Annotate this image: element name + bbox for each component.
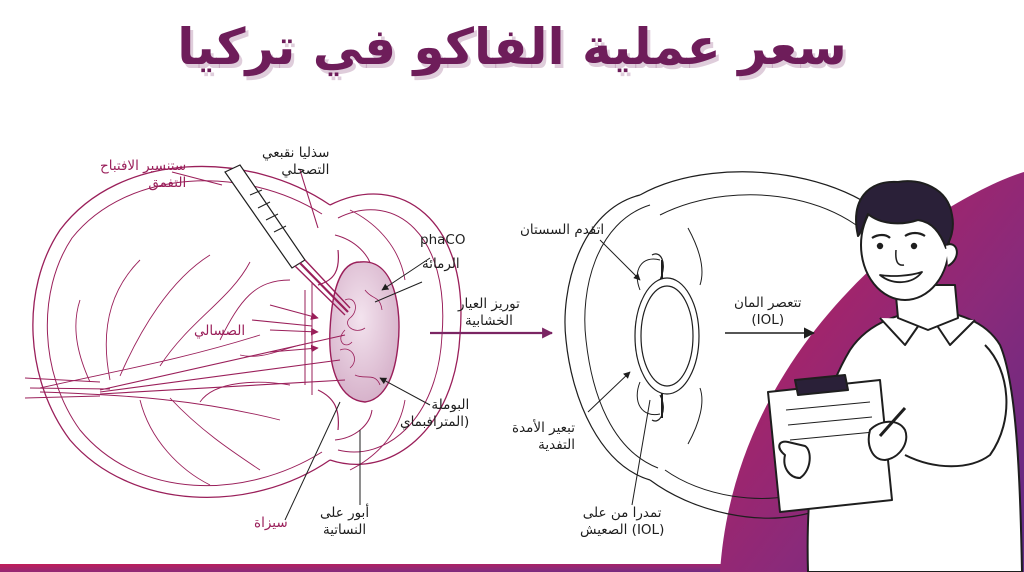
- left-eye-cornea: [329, 193, 462, 465]
- retina-veins: [39, 254, 301, 486]
- label-capsule-line1: البوملة: [431, 397, 470, 413]
- laser-beams: [99, 334, 346, 395]
- left-eye-sclera: [32, 165, 331, 498]
- doctor-illustration: [767, 180, 1023, 572]
- label-iris-line2: التفدية: [538, 437, 575, 453]
- label-zonule-line1: سذليا نقبعي: [262, 145, 330, 161]
- leader-lines-right: [587, 239, 651, 506]
- clipboard: [767, 374, 893, 513]
- right-eye-cornea: [564, 194, 651, 481]
- label-arrow2-line2: (IOL): [751, 312, 785, 328]
- label-arrow1-line2: الخشابية: [465, 313, 513, 329]
- label-tool: ستنسير الافتباح التفمق: [100, 158, 186, 192]
- label-rummana: الرمائة: [422, 256, 460, 272]
- optic-nerve: [24, 377, 111, 399]
- pointer-arrows-left: [171, 169, 319, 353]
- bottom-strip: [0, 564, 1024, 572]
- label-arrow1: توريز العيار الخشابية: [458, 296, 520, 330]
- label-iol-bottom-line1: تمدرا من على: [582, 505, 662, 521]
- label-tool-line1: ستنسير الافتباح: [100, 158, 187, 174]
- label-arrow2-line1: تتعصر المان: [734, 295, 802, 311]
- label-iol-bottom-line2: (IOL) الصعيش: [580, 522, 665, 538]
- label-arrow1-line1: توريز العيار: [458, 296, 520, 312]
- page-title: سعر عملية الفاكو في تركيا: [177, 18, 847, 76]
- label-abwar-line1: أبور على: [320, 505, 370, 521]
- label-phaco: phaCO: [420, 232, 466, 248]
- label-iris-line1: تبعير الأمدة: [512, 420, 575, 436]
- cataract-lens: [329, 261, 400, 403]
- label-arrow2: تتعصر المان (IOL): [734, 295, 802, 329]
- label-progress: اتقدم السستان: [520, 222, 605, 238]
- cataract-texture: [339, 289, 383, 386]
- label-sasali: الصسالي: [194, 323, 246, 339]
- label-abwar: أبور على النساتية: [320, 505, 369, 539]
- right-eye: [564, 171, 936, 519]
- label-iris: تبعير الأمدة التفدية: [512, 420, 575, 454]
- label-capsule: البوملة (المترافبماي: [400, 397, 469, 431]
- label-tool-line2: التفمق: [148, 175, 187, 191]
- label-zonule: سذليا نقبعي التصحلي: [262, 145, 329, 179]
- leader-lines-left: [284, 257, 431, 521]
- label-sizaa: سيزاة: [254, 515, 288, 531]
- label-zonule-line2: التصحلي: [281, 162, 330, 178]
- label-iol-bottom: تمدرا من على (IOL) الصعيش: [580, 505, 664, 539]
- label-capsule-line2: (المترافبماي: [400, 414, 470, 430]
- phaco-probe: [224, 164, 351, 316]
- iol-lens: [634, 277, 700, 395]
- label-abwar-line2: النساتية: [322, 522, 367, 538]
- sparkle-icon: [976, 516, 1008, 552]
- left-eye: [24, 165, 462, 498]
